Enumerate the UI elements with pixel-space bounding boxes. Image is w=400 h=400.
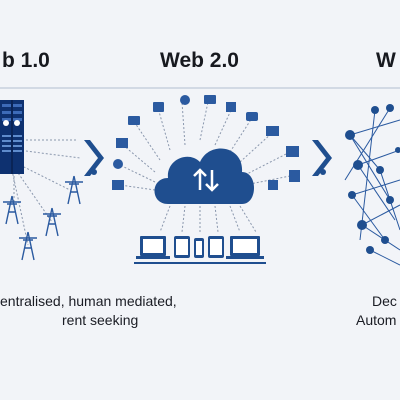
web3-nodes [345, 104, 400, 254]
web3-panel [344, 104, 400, 266]
heading-web3: W [376, 49, 396, 72]
chevron-right-icon [312, 140, 332, 176]
web1-caption-line2: rent seeking [62, 312, 139, 328]
chevron-right-icon [84, 140, 104, 176]
web3-caption: Dec Autom [356, 292, 400, 330]
web3-mesh [344, 107, 400, 266]
web3-caption-line2: Autom [356, 312, 397, 328]
cloud-to-devices-links [159, 205, 257, 233]
web3-caption-line1: Dec [372, 293, 397, 309]
web2-service-icons [112, 95, 300, 190]
web1-panel [0, 100, 83, 261]
transmission-tower-icon [3, 175, 83, 261]
heading-web1: b 1.0 [2, 49, 50, 72]
web1-caption: entralised, human mediated, rent seeking [0, 292, 240, 330]
web1-caption-line1: entralised, human mediated, [0, 293, 177, 309]
device-row-icon [134, 236, 266, 264]
web2-panel [112, 95, 300, 264]
heading-web2: Web 2.0 [160, 49, 239, 72]
server-rack-icon [0, 100, 24, 174]
cloud-icon [154, 148, 254, 204]
up-down-arrows-icon [193, 168, 219, 192]
